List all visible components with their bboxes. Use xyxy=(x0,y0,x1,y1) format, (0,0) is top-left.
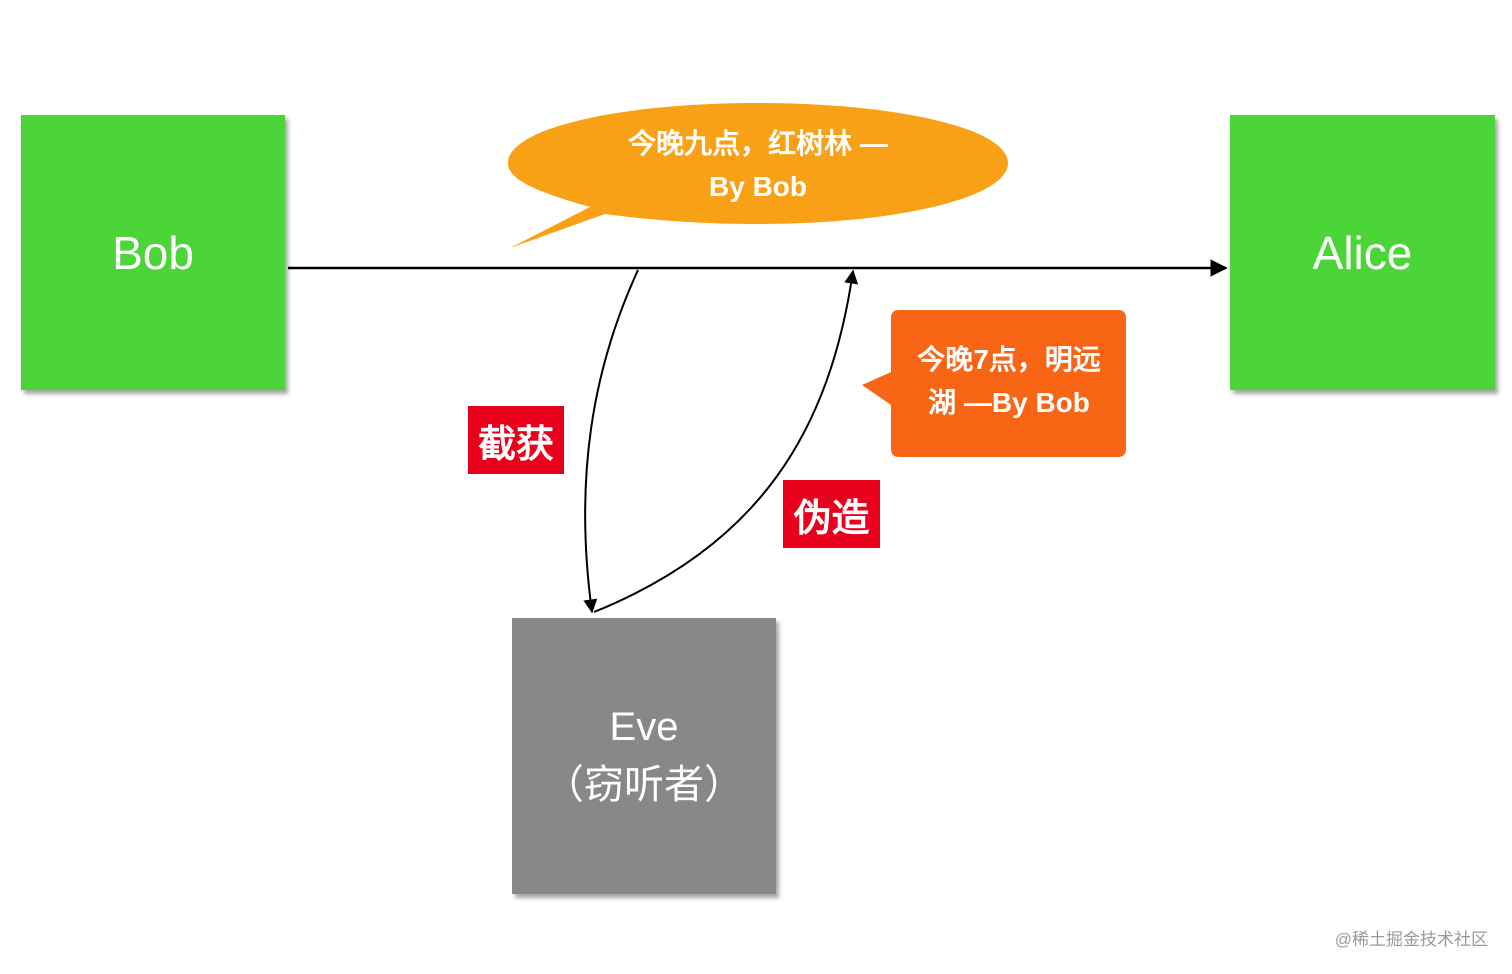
alice-node: Alice xyxy=(1230,115,1495,390)
eve-node: Eve （窃听者） xyxy=(512,618,776,894)
intercept-tag: 截获 xyxy=(468,406,564,474)
forge-tag: 伪造 xyxy=(783,480,880,548)
forged-message-text: 今晚7点，明远 湖 —By Bob xyxy=(893,338,1125,424)
intercept-arrow xyxy=(583,269,639,614)
original-message-bubble xyxy=(508,103,1008,248)
forge-tag-label: 伪造 xyxy=(793,497,870,540)
watermark: @稀土掘金技术社区 xyxy=(1334,930,1488,949)
original-message-line-1: 今晚九点，红树林 — xyxy=(628,128,888,159)
alice-label: Alice xyxy=(1312,226,1413,279)
bob-label: Bob xyxy=(112,226,194,279)
forge-arrow xyxy=(593,269,859,613)
forged-message-callout xyxy=(862,310,1126,457)
intercept-tag-label: 截获 xyxy=(477,423,554,466)
eve-role-label: （窃听者） xyxy=(544,763,744,807)
original-message-text: 今晚九点，红树林 — By Bob xyxy=(560,122,956,208)
forged-message-line-2: 湖 —By Bob xyxy=(928,387,1090,418)
original-message-line-2: By Bob xyxy=(709,171,807,202)
forged-message-line-1: 今晚7点，明远 xyxy=(917,344,1101,375)
bob-node: Bob xyxy=(21,115,285,390)
eve-label: Eve xyxy=(609,705,679,749)
